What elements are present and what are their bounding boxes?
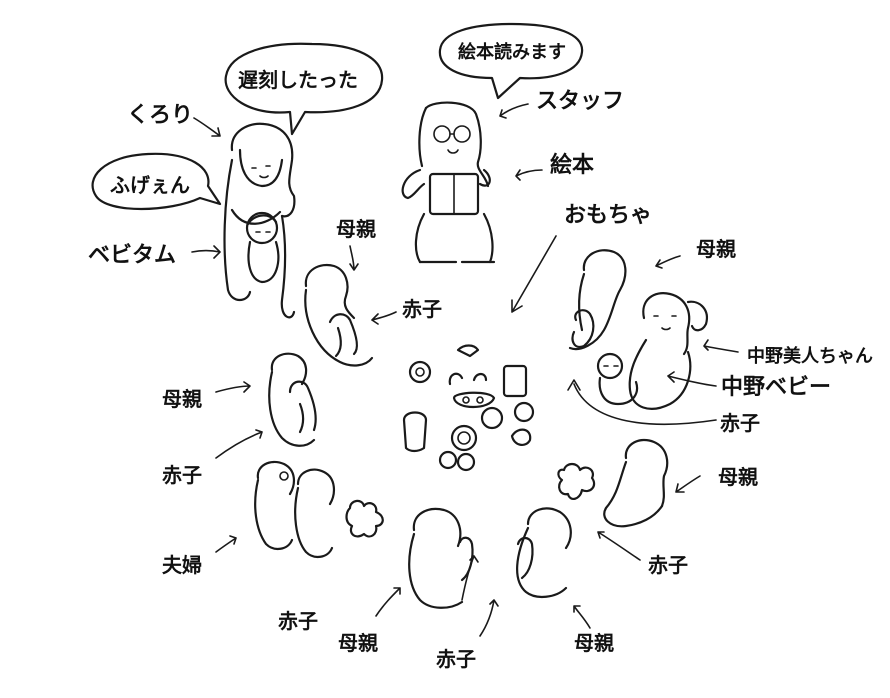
label-mother-left-top: 母親 [336,217,376,241]
bubble-fugeen-text: ふげぇん [110,173,190,197]
label-mother-left-mid: 母親 [162,387,202,411]
kurori-figure [223,122,296,319]
couple-figures [254,460,384,558]
label-mother-bottom-right: 母親 [574,631,614,655]
label-baby-right-low: 赤子 [648,553,688,577]
mother-baby-left-mid [268,352,317,447]
label-baby-left-top: 赤子 [402,297,442,321]
toys-pile [402,344,535,472]
label-nakano-baby: 中野ベビー [721,375,831,400]
label-nakano-bijin: 中野美人ちゃん [747,345,873,367]
speech-bubble-picture-book-reading: 絵本読みます [438,22,584,100]
label-baby-left-mid: 赤子 [162,463,202,487]
bubble-reading-text: 絵本読みます [458,41,566,63]
speech-bubble-late: 遅刻したった [224,42,384,136]
label-staff: スタッフ [536,89,624,114]
label-baby-bottom-mid: 赤子 [436,647,476,671]
bebitamu-baby [245,211,280,284]
nakano-baby-figure [596,352,639,406]
label-picture-book: 絵本 [550,152,594,178]
label-kurori: くろり [127,103,193,128]
label-bebitamu: ベビタム [88,243,176,268]
label-mother-right-top: 母親 [696,237,736,261]
label-toys: おもちゃ [564,203,652,228]
speech-bubble-fugeen: ふげぇん [91,152,222,211]
staff-figure [401,101,496,264]
label-mother-right-low: 母親 [718,465,758,489]
mother-baby-bottom-right [516,507,572,598]
annotation-arrows [191,103,739,637]
mother-baby-right-low [557,438,669,528]
mother-baby-left-top [304,263,374,367]
bubble-late-text: 遅刻したった [238,68,358,92]
label-baby-bottom-left: 赤子 [278,609,318,633]
label-mother-bottom-left: 母親 [338,631,378,655]
nakano-bijin-figure [628,292,708,410]
label-baby-right-mid: 赤子 [720,411,760,435]
mother-baby-right-top [568,249,627,351]
label-couple: 夫婦 [162,553,202,577]
